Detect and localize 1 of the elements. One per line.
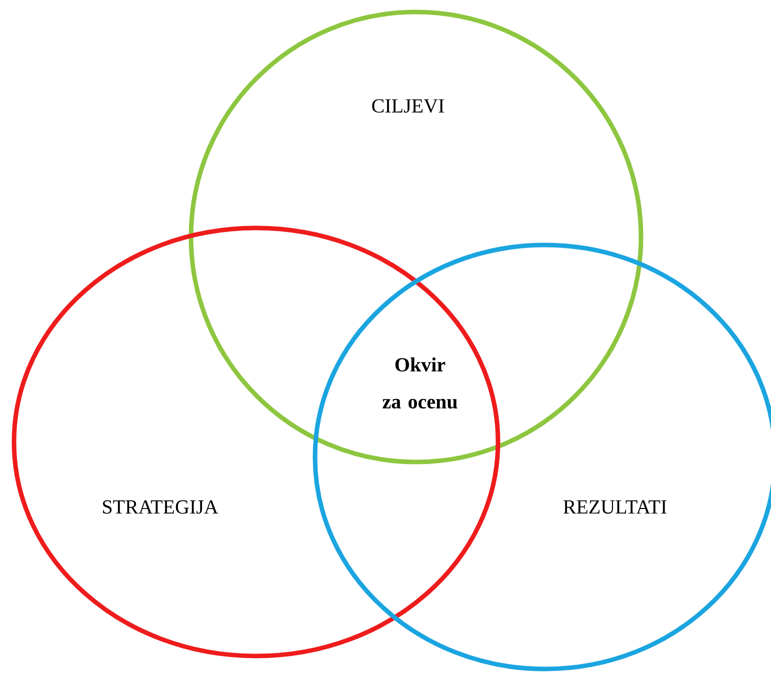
- center-label: Okvir za ocenu: [382, 357, 458, 409]
